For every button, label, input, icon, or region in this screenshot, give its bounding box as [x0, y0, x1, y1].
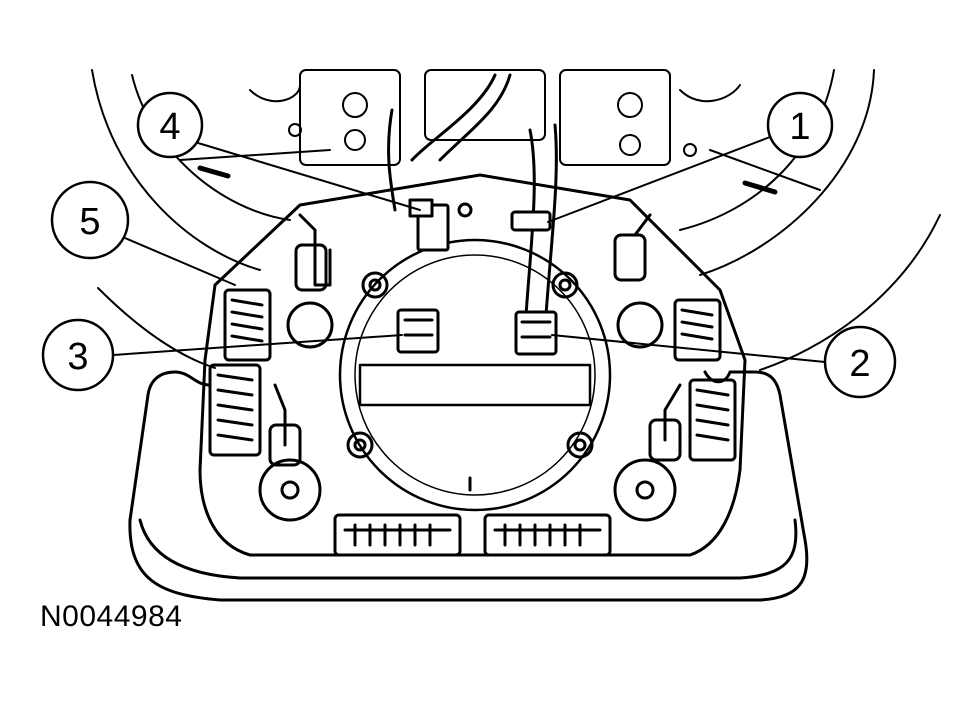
airbag-cover: [128, 370, 809, 602]
leader-line-1: [547, 136, 771, 223]
callout-circle-2: [823, 325, 897, 399]
callout-label-2: 2: [849, 343, 870, 385]
callout-label-5: 5: [79, 201, 100, 243]
module-back-plate: [198, 173, 747, 557]
figure-id-label: N0044984: [40, 600, 183, 633]
connector-2-component: [514, 310, 558, 356]
connector-4-component: [408, 198, 450, 252]
leader-lines: [112, 136, 826, 363]
callout-label-1: 1: [789, 106, 810, 148]
callout-circle-1: [766, 91, 834, 159]
callout-circle-5: [50, 180, 130, 260]
leader-line-4: [197, 142, 421, 211]
connector-3-component: [396, 308, 440, 354]
callout-circle-4: [136, 91, 204, 159]
callout-label-3: 3: [67, 336, 88, 378]
connector-1-clip: [510, 210, 552, 232]
leader-line-3: [112, 334, 403, 356]
steering-wheel-background: [91, 69, 941, 371]
callout-label-4: 4: [159, 106, 180, 148]
callout-circle-3: [41, 318, 115, 392]
leader-line-2: [551, 334, 826, 363]
callout-circles: [41, 91, 897, 399]
leader-line-5: [124, 237, 236, 286]
